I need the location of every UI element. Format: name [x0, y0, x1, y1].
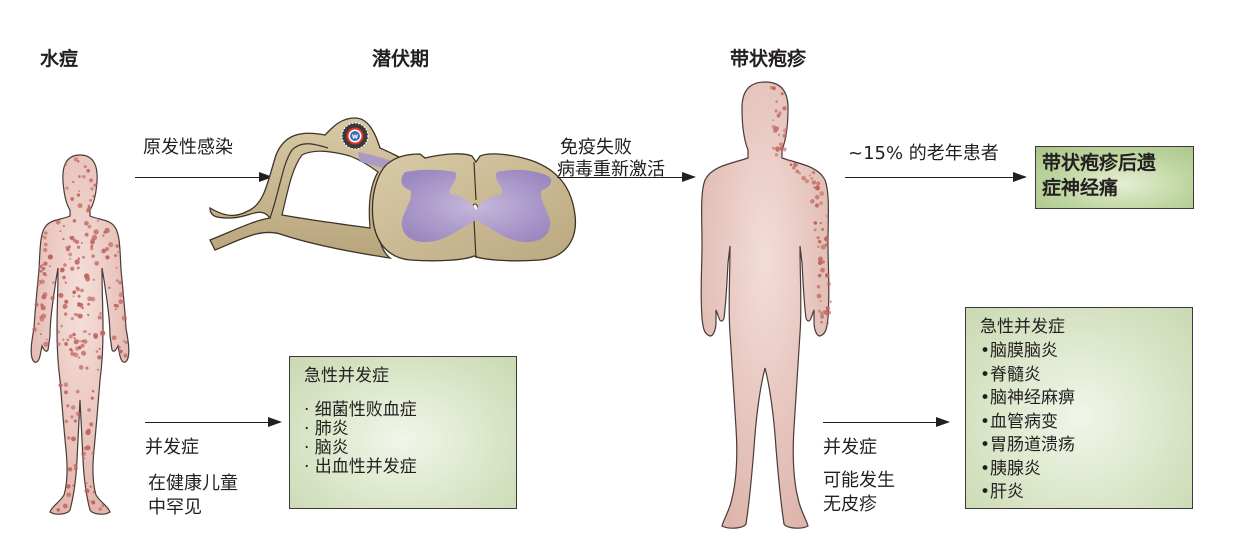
arrow-reactivation [557, 171, 696, 182]
svg-text:w: w [352, 133, 359, 141]
varicella-box-title: 急性并发症 [304, 366, 389, 386]
complication-item: •胰腺炎 [980, 458, 1042, 479]
virus-icon: w [341, 122, 369, 150]
varicella-rash-spots [32, 157, 128, 515]
complication-item: •脊髓炎 [980, 364, 1042, 385]
label-varicella-complications: 并发症 [145, 437, 199, 458]
label-immune-failure: 免疫失败 [560, 137, 632, 158]
varicella-note-line-2: 中罕见 [148, 497, 202, 518]
child-body [30, 154, 130, 515]
complication-item: •肝炎 [980, 482, 1025, 502]
zoster-note-line-1: 可能发生 [823, 470, 895, 491]
arrow-zoster-complications [823, 416, 950, 427]
zoster-rash-spots [769, 85, 832, 325]
phn-line-2: 症神经痛 [1042, 177, 1119, 199]
complication-item: •脑膜脑炎 [980, 341, 1059, 361]
label-primary-infection: 原发性感染 [143, 137, 233, 158]
grey-matter [401, 169, 552, 242]
varicella-complications-list: · 细菌性败血症· 肺炎· 脑炎· 出血性并发症 [304, 401, 516, 477]
arrow-phn [845, 171, 1027, 182]
adult-figure [700, 81, 832, 529]
label-viral-reactivation: 病毒重新激活 [557, 159, 665, 180]
complication-item: · 出血性并发症 [304, 457, 417, 477]
complication-item: · 肺炎 [304, 419, 349, 439]
complication-item: · 细菌性败血症 [304, 400, 417, 420]
zoster-note-line-2: 无皮疹 [823, 494, 877, 515]
stage-title-varicella: 水痘 [40, 48, 79, 70]
phn-outcome-box: 带状疱疹后遗 症神经痛 [1035, 146, 1194, 209]
stage-title-latency: 潜伏期 [372, 48, 430, 70]
complication-item: •胃肠道溃疡 [980, 435, 1076, 455]
complication-item: · 脑炎 [304, 438, 349, 458]
varicella-note-line-1: 在健康儿童 [148, 473, 238, 494]
child-illustration [0, 0, 1, 1]
stage-title-zoster: 带状疱疹 [730, 48, 807, 70]
zoster-box-title: 急性并发症 [980, 317, 1065, 337]
zoster-complications-list: •脑膜脑炎 •脊髓炎 •脑神经麻痹 •血管病变 •胃肠道溃疡 •胰腺炎 •肝炎 [980, 340, 1192, 505]
adult-body [700, 81, 830, 529]
spinal-cord-illustration: w [209, 117, 577, 262]
arrow-varicella-complications [145, 416, 282, 427]
label-phn-rate: ~15% 的老年患者 [848, 143, 999, 164]
complication-item: •脑神经麻痹 [980, 388, 1076, 408]
varicella-complications-box: 急性并发症 · 细菌性败血症· 肺炎· 脑炎· 出血性并发症 [289, 356, 517, 509]
phn-line-1: 带状疱疹后遗 [1042, 152, 1157, 174]
arrow-primary-infection [135, 171, 273, 182]
child-figure [30, 154, 130, 515]
zoster-complications-box: 急性并发症 •脑膜脑炎 •脊髓炎 •脑神经麻痹 •血管病变 •胃肠道溃疡 •胰腺炎 •肝炎 [965, 307, 1193, 509]
complication-item: •血管病变 [980, 411, 1059, 432]
label-zoster-complications: 并发症 [823, 437, 877, 458]
